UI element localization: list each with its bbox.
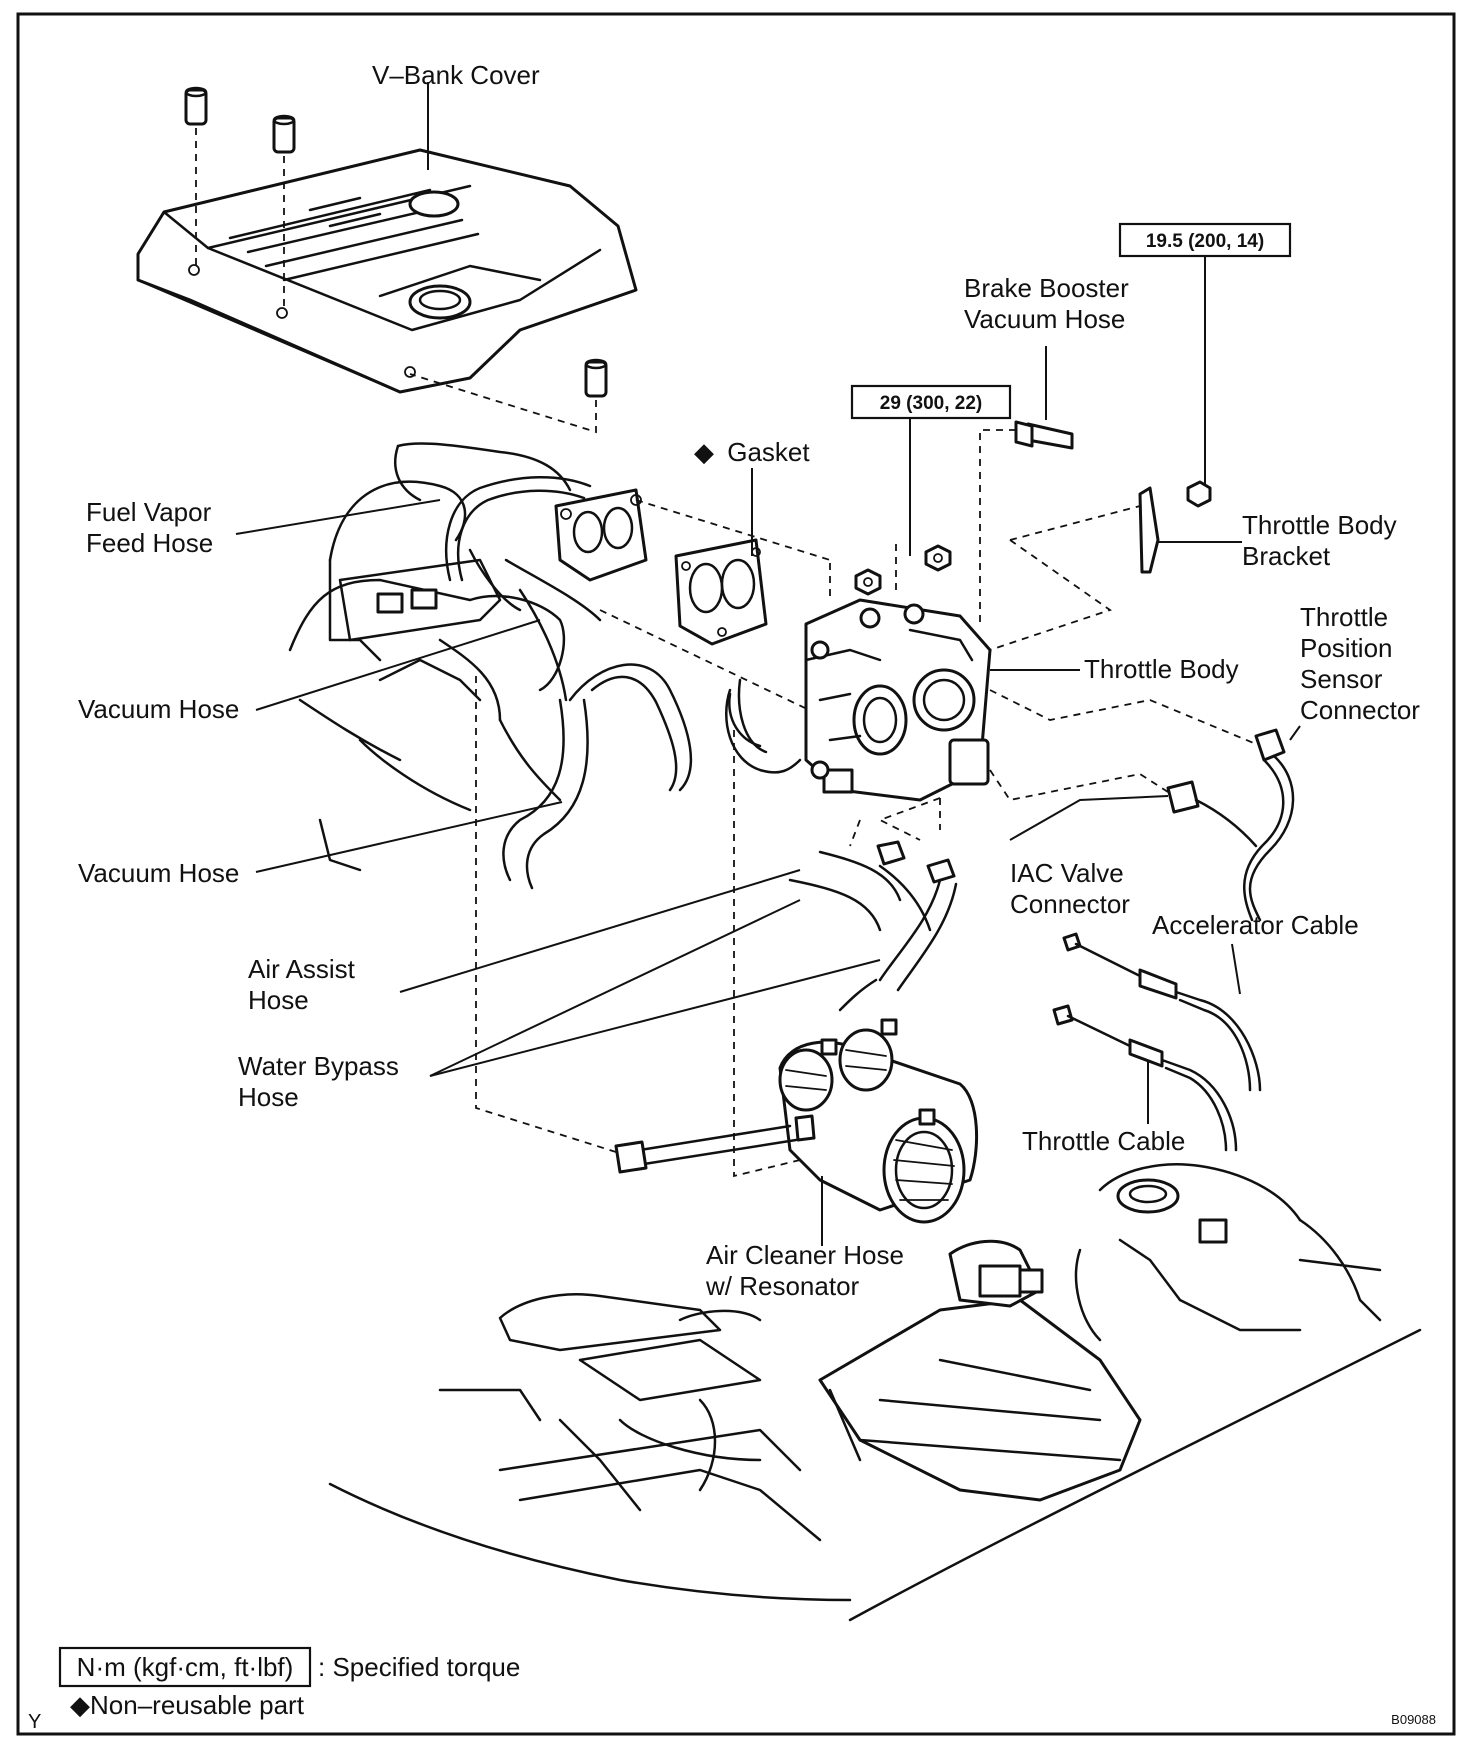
legend-torque-description: : Specified torque: [318, 1652, 520, 1682]
gasket-part: [674, 538, 768, 646]
legend-nonreusable: ◆Non–reusable part: [70, 1690, 305, 1720]
spacer-part: [554, 488, 648, 582]
torque-value-bracket-bolt: 19.5 (200, 14): [1146, 231, 1264, 252]
figure-code: B09088: [1391, 1712, 1436, 1727]
throttle-body-bracket-part: [1138, 480, 1212, 574]
legend-torque-units: N·m (kgf·cm, ft·lbf): [77, 1652, 294, 1682]
label-throttle-position-sensor-connector: Throttle Position Sensor Connector: [1300, 602, 1420, 725]
label-air-cleaner-hose: Air Cleaner Hose w/ Resonator: [705, 1240, 911, 1301]
label-throttle-body: Throttle Body: [1084, 654, 1239, 684]
accelerator-cable-part: [1062, 932, 1262, 1092]
label-throttle-body-bracket: Throttle Body Bracket: [1242, 510, 1404, 571]
air-cleaner-hose-part: [778, 1018, 978, 1224]
label-air-assist-hose: Air Assist Hose: [248, 954, 362, 1015]
air-cleaner-box-part: [498, 1239, 1142, 1542]
leader-lines: [235, 82, 1301, 1246]
nut-parts: [854, 544, 952, 596]
engine-bay-outline: [328, 1328, 1422, 1622]
water-bypass-hoses: [788, 840, 958, 1012]
torque-spec-bracket-bolt: 19.5 (200, 14): [1118, 222, 1292, 258]
air-assist-hose-part: [614, 1114, 816, 1174]
grommet-parts: [184, 86, 608, 398]
label-accelerator-cable: Accelerator Cable: [1152, 910, 1359, 940]
figure-border: [16, 12, 1456, 1736]
label-fuel-vapor-feed-hose: Fuel Vapor Feed Hose: [86, 497, 219, 558]
label-iac-valve-connector: IAC Valve Connector: [1010, 858, 1131, 919]
legend: N·m (kgf·cm, ft·lbf) : Specified torque …: [58, 1646, 520, 1720]
label-vacuum-hose-upper: Vacuum Hose: [78, 694, 239, 724]
tps-connector-harness: [1166, 728, 1295, 922]
hose-routing: [445, 476, 802, 890]
corner-mark: Y: [28, 1711, 41, 1733]
label-brake-booster-vacuum-hose: Brake Booster Vacuum Hose: [964, 273, 1136, 334]
v-bank-cover-part: [136, 148, 638, 394]
label-gasket: ◆ Gasket: [694, 437, 810, 467]
torque-value-throttle-nut: 29 (300, 22): [880, 393, 982, 414]
torque-spec-throttle-nut: 29 (300, 22): [850, 384, 1012, 420]
battery-and-body-part: [1074, 1163, 1382, 1342]
throttle-body-part: [804, 598, 992, 802]
label-v-bank-cover: V–Bank Cover: [372, 60, 540, 90]
intake-manifold-part: [288, 442, 572, 872]
label-throttle-cable: Throttle Cable: [1022, 1126, 1185, 1156]
throttle-cable-part: [1052, 1004, 1238, 1152]
brake-booster-hose-part: [1014, 420, 1074, 450]
label-water-bypass-hose: Water Bypass Hose: [238, 1051, 406, 1112]
callout-labels: V–Bank Cover Brake Booster Vacuum Hose ◆…: [78, 60, 1420, 1301]
label-vacuum-hose-lower: Vacuum Hose: [78, 858, 239, 888]
